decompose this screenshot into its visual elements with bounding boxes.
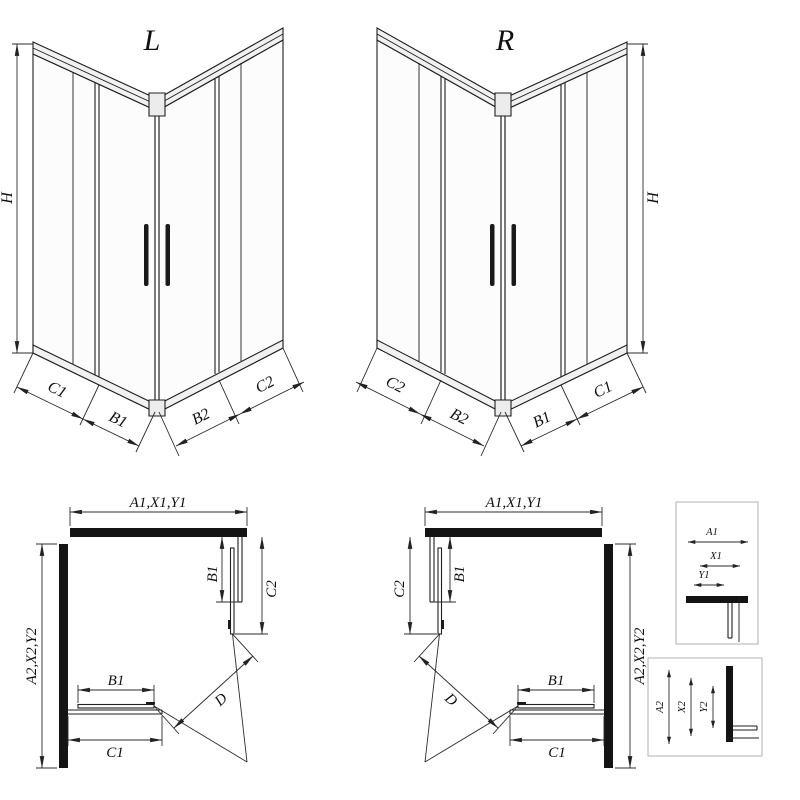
dim-label-h-right: H [645, 191, 662, 205]
detail-label-a2: A2 [655, 700, 666, 713]
detail-top-profile [686, 596, 748, 642]
dim-label-side-b1-left-plan: B1 [205, 566, 221, 583]
dim-label-b1-left: B1 [106, 408, 129, 431]
dim-label-c1-right: C1 [591, 378, 615, 401]
iso-enclosure-geometry [32, 27, 284, 417]
plan-view-right: A1,X1,Y1 A2,X2,Y2 B1 C2 B1 C1 D [392, 495, 648, 768]
dim-label-c2-left: C2 [253, 373, 277, 397]
dim-label-front-c1-left-plan: C1 [106, 745, 124, 761]
dim-label-depth-right-plan: A2,X2,Y2 [632, 627, 648, 685]
detail-label-y2: Y2 [699, 701, 710, 713]
dim-label-side-b1-right-plan: B1 [452, 566, 468, 583]
dim-label-b1-right: B1 [530, 408, 553, 431]
plan-wall-top [70, 528, 247, 537]
detail-label-y1: Y1 [698, 570, 709, 581]
door-handle-left [144, 224, 149, 286]
dim-label-b2-right: B2 [447, 405, 471, 428]
plan-side-door-handle [228, 620, 231, 629]
plan-front-door-handle [146, 702, 155, 705]
detail-box-top: A1 X1 Y1 [675, 501, 759, 645]
plan-front-door [77, 703, 155, 709]
iso-view-right: R H C2 B2 B1 C1 [356, 24, 662, 456]
variant-label-right: R [495, 24, 514, 57]
dim-label-side-c2-left-plan: C2 [264, 580, 280, 598]
dim-label-b2-left: B2 [189, 405, 213, 428]
dim-label-width-left-plan: A1,X1,Y1 [129, 495, 187, 511]
detail-bottom-profile [726, 666, 759, 742]
variant-label-left: L [143, 24, 161, 57]
dim-label-c1-left: C1 [45, 378, 69, 401]
iso-view-left: L H C1 B1 B2 C2 [0, 24, 305, 457]
detail-box-bottom: A2 X2 Y2 [647, 657, 763, 757]
iso-enclosure-geometry-mirrored [376, 27, 628, 417]
plan-view-left: A1,X1,Y1 A2,X2,Y2 B1 C2 B1 C1 D [24, 495, 280, 769]
dim-label-front-c1-right-plan: C1 [548, 745, 566, 761]
plan-side-door [229, 547, 235, 635]
corner-cap-bottom [148, 399, 166, 417]
plan-geometry-mirrored [404, 507, 636, 768]
dim-label-diagonal-left-plan: D [211, 690, 231, 710]
dim-label-diagonal-right-plan: D [441, 690, 461, 710]
detail-label-a1: A1 [705, 527, 718, 538]
dim-label-front-b1-right-plan: B1 [548, 673, 565, 689]
detail-box-top-frame [675, 501, 759, 645]
dim-label-depth-left-plan: A2,X2,Y2 [24, 627, 40, 685]
dim-label-front-b1-left-plan: B1 [108, 673, 125, 689]
dim-label-side-c2-right-plan: C2 [392, 580, 408, 598]
plan-wall-side [59, 544, 68, 768]
detail-label-x1: X1 [709, 551, 722, 562]
corner-cap-top [148, 92, 166, 117]
detail-label-x2: X2 [677, 700, 688, 713]
door-handle-right [165, 224, 170, 286]
dim-label-h-left: H [0, 191, 16, 205]
iso-dimension-lines [12, 43, 305, 457]
dim-label-c2-right: C2 [383, 373, 407, 397]
plan-geometry [36, 507, 268, 769]
dim-label-width-right-plan: A1,X1,Y1 [485, 495, 543, 511]
